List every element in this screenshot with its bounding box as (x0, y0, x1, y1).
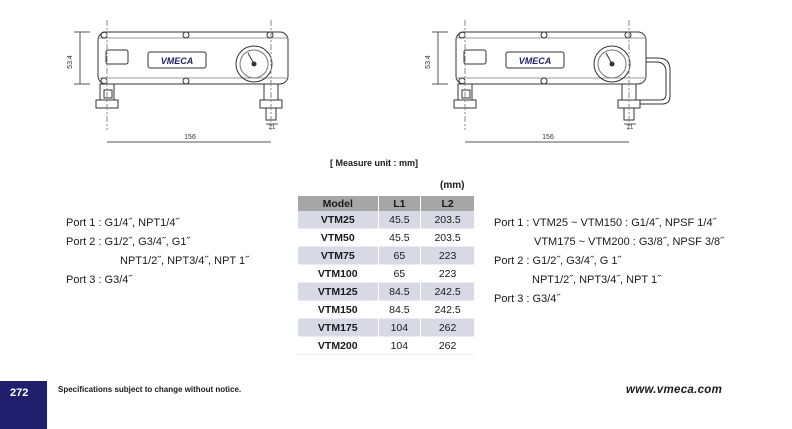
screw-icon (458, 31, 466, 39)
port-line: Port 2 : G1/2˝, G3/4˝, G1˝ (66, 236, 191, 248)
cell-l2: 262 (420, 318, 474, 337)
ports-left: Port 1 : G1/4˝, NPT1/4˝ Port 2 : G1/2˝, … (66, 214, 249, 290)
left-drawing: 53.4 156 21 VMECA (67, 20, 289, 143)
gauge-icon (235, 45, 273, 83)
port-line: VTM175 ~ VTM200 : G3/8˝, NPSF 3/8˝ (534, 236, 724, 248)
screw-icon (624, 31, 632, 39)
screw-icon (182, 77, 190, 85)
port-line: NPT1/2˝, NPT3/4˝, NPT 1˝ (120, 255, 249, 267)
right-width-dim: 156 (542, 134, 554, 141)
cell-l2: 223 (420, 264, 474, 283)
table-row: VTM75 65 223 (298, 246, 474, 265)
cell-l1: 84.5 (377, 300, 421, 319)
cell-l2: 262 (420, 336, 474, 355)
cell-l2: 242.5 (420, 300, 474, 319)
table-row: VTM100 65 223 (298, 264, 474, 283)
cell-model: VTM175 (298, 318, 378, 337)
cell-l1: 104 (377, 336, 421, 355)
screw-icon (540, 31, 548, 39)
unit-label: (mm) (440, 180, 465, 191)
table-row: VTM25 45.5 203.5 (298, 211, 474, 229)
left-height-dim: 53.4 (67, 55, 74, 69)
cell-model: VTM150 (298, 300, 378, 319)
cell-l1: 65 (377, 264, 421, 283)
header-model: Model (298, 196, 378, 211)
page-number: 272 (10, 387, 29, 399)
pump-body (97, 31, 289, 85)
table-row: VTM175 104 262 (298, 318, 474, 337)
cell-model: VTM50 (298, 228, 378, 247)
table-row: VTM50 45.5 203.5 (298, 228, 474, 247)
tube-loop (640, 57, 671, 105)
port-line: Port 1 : VTM25 ~ VTM150 : G1/4˝, NPSF 1/… (494, 217, 717, 229)
header-l2: L2 (420, 196, 474, 211)
footer-url[interactable]: www.vmeca.com (626, 384, 723, 396)
gauge-icon (593, 45, 631, 83)
left-offset-dim: 21 (269, 125, 276, 131)
port-line: NPT1/2˝, NPT3/4˝, NPT 1˝ (532, 274, 661, 286)
brand-plate (505, 51, 565, 69)
cell-model: VTM125 (298, 282, 378, 301)
port-line: Port 3 : G3/4˝ (494, 293, 561, 305)
cell-model: VTM25 (298, 211, 378, 229)
port-line: Port 3 : G3/4˝ (66, 274, 133, 286)
footer-note: Specifications subject to change without… (58, 385, 242, 394)
cell-l1: 84.5 (377, 282, 421, 301)
left-width-dim: 156 (184, 134, 196, 141)
brand-plate (147, 51, 207, 69)
cell-l2: 203.5 (420, 228, 474, 247)
left-brand-logo: VMECA (161, 56, 194, 66)
cell-l2: 203.5 (420, 211, 474, 229)
table-row: VTM125 84.5 242.5 (298, 282, 474, 301)
port-line: Port 2 : G1/2˝, G3/4˝, G 1˝ (494, 255, 622, 267)
cell-l1: 45.5 (377, 228, 421, 247)
cell-l2: 223 (420, 246, 474, 265)
port-line: Port 1 : G1/4˝, NPT1/4˝ (66, 217, 180, 229)
cell-model: VTM75 (298, 246, 378, 265)
measure-unit-title: [ Measure unit : mm] (330, 158, 419, 168)
table-header-row: Model L1 L2 (298, 196, 474, 211)
screw-icon (100, 77, 108, 85)
right-offset-dim: 21 (627, 125, 634, 131)
screw-icon (540, 77, 548, 85)
cell-l1: 104 (377, 318, 421, 337)
right-brand-logo: VMECA (519, 56, 552, 66)
cell-model: VTM200 (298, 336, 378, 355)
right-height-dim: 53.4 (425, 55, 432, 69)
page-number-badge: 272 (0, 381, 47, 429)
cell-l2: 242.5 (420, 282, 474, 301)
screw-icon (458, 77, 466, 85)
table-row: VTM150 84.5 242.5 (298, 300, 474, 319)
header-l1: L1 (377, 196, 421, 211)
cell-model: VTM100 (298, 264, 378, 283)
cell-l1: 45.5 (377, 211, 421, 229)
cell-l1: 65 (377, 246, 421, 265)
screw-icon (182, 31, 190, 39)
screw-icon (266, 31, 274, 39)
right-drawing: 53.4 156 21 VMECA (425, 20, 671, 143)
spec-table: Model L1 L2 VTM25 45.5 203.5 VTM50 45.5 … (298, 196, 474, 355)
screw-icon (100, 31, 108, 39)
ports-right: Port 1 : VTM25 ~ VTM150 : G1/4˝, NPSF 1/… (494, 214, 724, 309)
table-row: VTM200 104 262 (298, 336, 474, 355)
